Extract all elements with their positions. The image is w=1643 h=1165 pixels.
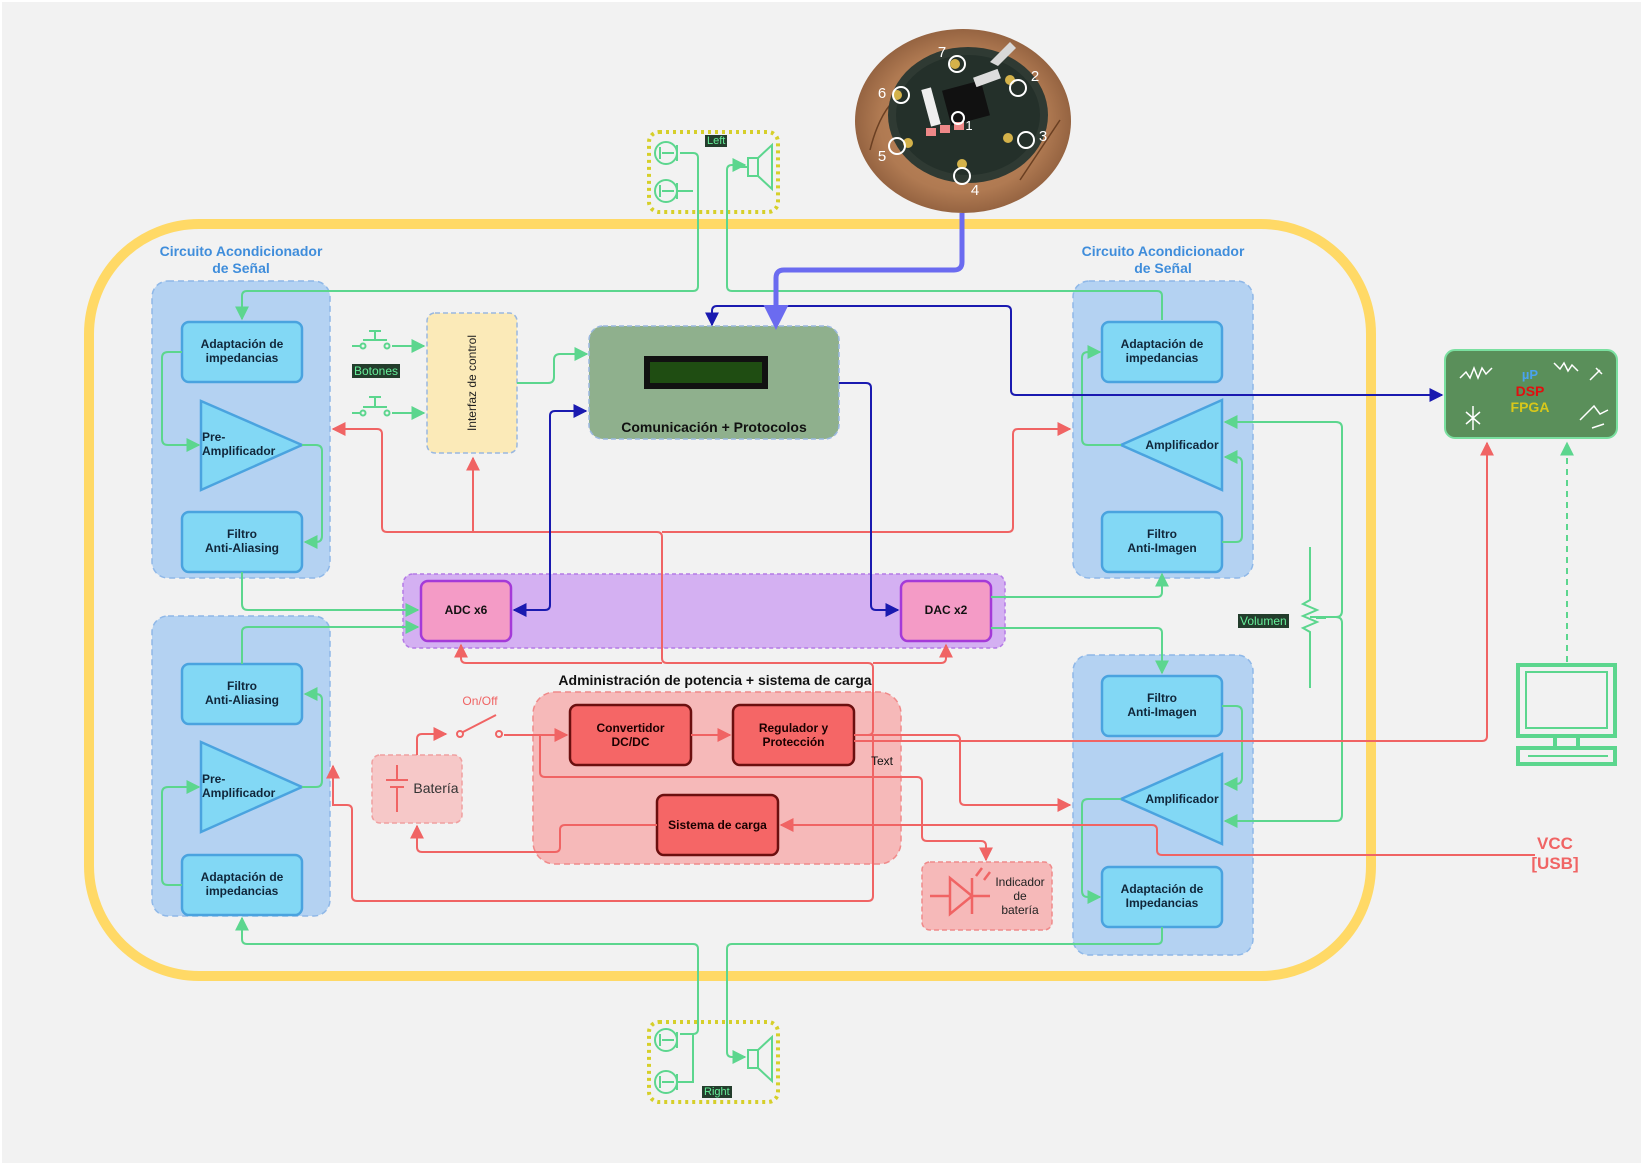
circuit-icons: [1459, 361, 1609, 430]
red-connections: [326, 422, 1535, 902]
right2-filter-label: Filtro Anti-Imagen: [1127, 691, 1197, 719]
left-section-title: Circuito Acondicionador de Señal: [159, 243, 323, 276]
power-title: Administración de potencia + sistema de …: [558, 672, 872, 688]
regulator-label: Regulador y Protección: [758, 721, 829, 749]
right-amp-triangle: [1117, 398, 1224, 492]
board-photo: [855, 29, 1071, 213]
board-number: 2: [1030, 68, 1040, 85]
right-section-title: Circuito Acondicionador de Señal: [1081, 243, 1245, 276]
right2-adapt-label: Adaptación de Impedancias: [1120, 882, 1204, 910]
right-adapt-label: Adaptación de impedancias: [1120, 337, 1204, 365]
dac-label: DAC x2: [924, 603, 968, 617]
dac-block: [899, 579, 993, 643]
fpga-label: FPGA: [1510, 399, 1550, 415]
adc-block: [419, 579, 513, 643]
battery-icon: [386, 765, 408, 812]
left2-adapt-label: Adaptación de impedancias: [200, 870, 284, 898]
adc-label: ADC x6: [444, 603, 488, 617]
blue-connections: [512, 305, 1444, 617]
left2-filter-label: Filtro Anti-Aliasing: [205, 679, 279, 707]
lcd-screen: [650, 362, 762, 383]
led-icon: [930, 867, 991, 917]
right2-amp-triangle: [1117, 752, 1224, 846]
volume-potentiometer-icon: [1300, 547, 1326, 688]
green-connections: [161, 152, 1343, 1064]
battery-indicator-label: Indicador de batería: [995, 875, 1045, 917]
power-switch-icon: [456, 714, 503, 738]
left-channel-tag: Left: [705, 135, 728, 147]
right-channel-tag: Right: [702, 1086, 732, 1098]
speaker-icon: [740, 142, 773, 1084]
dsp-label: DSP: [1515, 383, 1545, 399]
computer-icon: [1516, 663, 1617, 766]
left2-preamp-label: Pre- Amplificador: [202, 772, 276, 800]
left2-preamp-triangle: [199, 740, 306, 834]
charging-label: Sistema de carga: [668, 818, 767, 832]
onoff-label: On/Off: [462, 694, 498, 708]
button-switch-icon: [352, 330, 391, 417]
left-adapt-label: Adaptación de impedancias: [200, 337, 284, 365]
board-link: [763, 213, 965, 330]
right2-amp-label: Amplificador: [1145, 792, 1219, 806]
buttons-tag: Botones: [352, 364, 401, 378]
board-number: 1: [965, 118, 973, 133]
volume-tag: Volumen: [1238, 614, 1289, 628]
board-number: 3: [1038, 128, 1048, 145]
right-audio-box: [647, 1020, 780, 1104]
microphone-icon: [654, 141, 694, 1094]
communication-label: Comunicación + Protocolos: [621, 419, 807, 435]
left-filter-label: Filtro Anti-Aliasing: [205, 527, 279, 555]
right-filter-label: Filtro Anti-Imagen: [1127, 527, 1197, 555]
left-audio-box: [647, 130, 780, 214]
right-amp-label: Amplificador: [1145, 438, 1219, 452]
microprocessor-label: µP: [1521, 367, 1539, 382]
vcc-label: VCC [USB]: [1531, 834, 1579, 873]
left-preamp-triangle: [199, 399, 306, 492]
text-label: Text: [870, 754, 893, 768]
left-preamp-label: Pre- Amplificador: [202, 430, 276, 458]
board-number: 4: [970, 182, 980, 199]
control-interface-label: Interfaz de control: [465, 334, 479, 432]
converter-label: Convertidor DC/DC: [596, 721, 665, 749]
board-number: 5: [877, 148, 887, 165]
main-container: [84, 219, 1376, 981]
board-number: 6: [877, 85, 887, 102]
board-number: 7: [937, 44, 947, 61]
battery-label: Batería: [413, 780, 459, 796]
